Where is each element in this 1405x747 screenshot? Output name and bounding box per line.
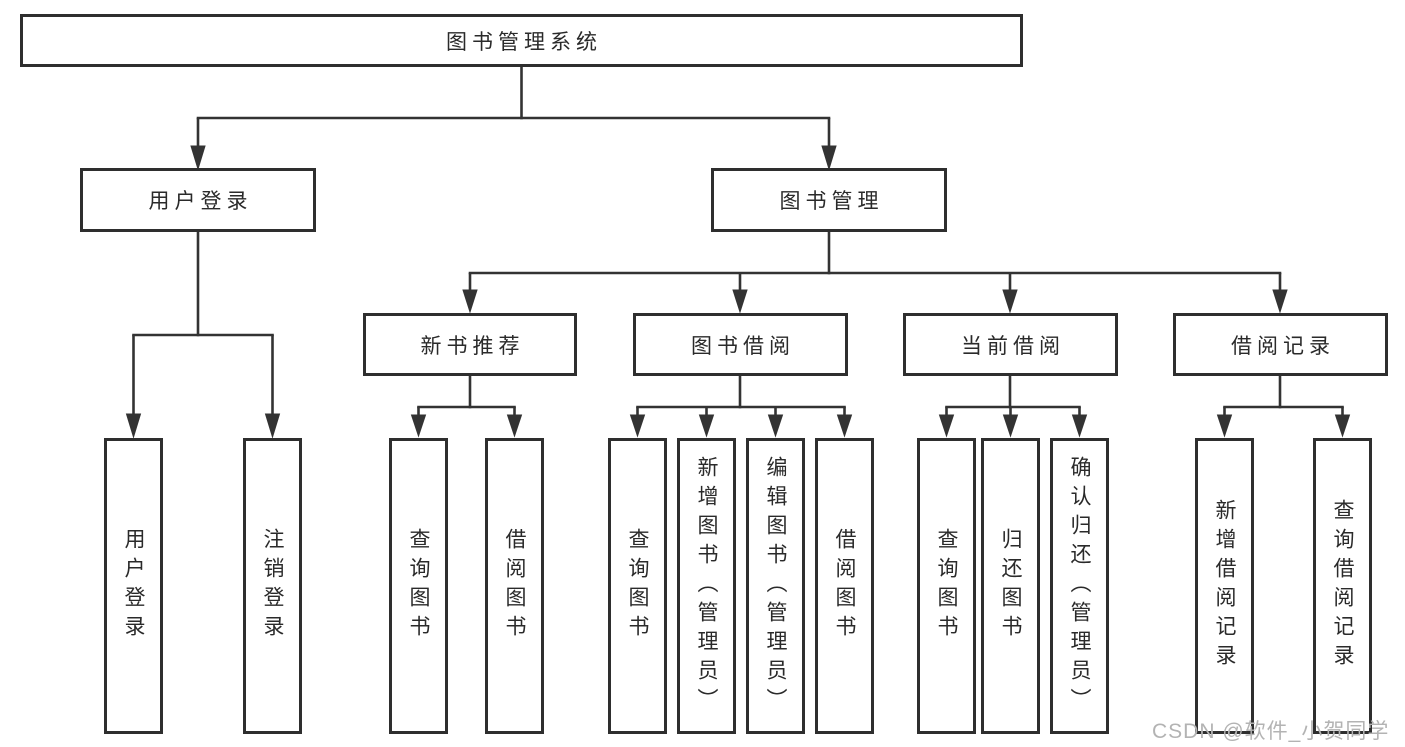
node-current-borrow-label: 当前借阅 <box>961 334 1065 358</box>
leaf-add-book-admin: 新增图书（管理员） <box>677 438 736 734</box>
arrowhead-icon <box>506 414 523 438</box>
arrowhead-icon <box>767 414 784 438</box>
arrowhead-icon <box>1272 289 1288 314</box>
leaf-return-book: 归还图书 <box>981 438 1040 734</box>
leaf-borrow-query-label: 查询图书 <box>626 528 649 644</box>
arrowhead-icon <box>938 414 955 438</box>
leaf-current-query-label: 查询图书 <box>935 528 958 644</box>
leaf-new-books-query: 查询图书 <box>389 438 448 734</box>
arrowhead-icon <box>629 414 646 438</box>
arrowhead-icon <box>264 413 281 439</box>
arrowhead-icon <box>821 145 837 171</box>
watermark: CSDN @软件_小贺同学 <box>1152 720 1390 743</box>
leaf-query-borrow-record-label: 查询借阅记录 <box>1331 499 1354 673</box>
arrowhead-icon <box>1002 289 1018 314</box>
arrowhead-icon <box>1071 414 1088 438</box>
connector-new-books-to-leaves <box>410 376 523 438</box>
connector-root-to-level2 <box>190 67 837 171</box>
node-root-label: 图书管理系统 <box>446 30 602 54</box>
node-user-login-label: 用户登录 <box>148 190 253 213</box>
leaf-add-borrow-record-label: 新增借阅记录 <box>1213 499 1236 673</box>
arrowhead-icon <box>410 414 427 438</box>
arrowhead-icon <box>1334 414 1351 438</box>
leaf-new-books-borrow-label: 借阅图书 <box>503 528 526 644</box>
leaf-new-books-query-label: 查询图书 <box>407 528 430 644</box>
leaf-new-books-borrow: 借阅图书 <box>485 438 544 734</box>
connector-current-borrow-to-leaves <box>938 376 1088 438</box>
leaf-return-book-label: 归还图书 <box>999 528 1022 644</box>
arrowhead-icon <box>1216 414 1233 438</box>
leaf-borrow-book: 借阅图书 <box>815 438 874 734</box>
node-book-mgmt-label: 图书管理 <box>779 190 884 213</box>
leaf-edit-book-admin: 编辑图书（管理员） <box>746 438 805 734</box>
leaf-borrow-query: 查询图书 <box>608 438 667 734</box>
arrowhead-icon <box>698 414 715 438</box>
leaf-borrow-book-label: 借阅图书 <box>833 528 856 644</box>
leaf-add-borrow-record: 新增借阅记录 <box>1195 438 1254 734</box>
connector-book-borrow-to-leaves <box>629 376 853 438</box>
arrowhead-icon <box>125 413 142 439</box>
leaf-confirm-return-admin-label: 确认归还（管理员） <box>1068 455 1091 717</box>
leaf-add-book-admin-label: 新增图书（管理员） <box>695 455 718 717</box>
leaf-logout: 注销登录 <box>243 438 302 734</box>
node-borrow-records: 借阅记录 <box>1173 313 1388 376</box>
arrowhead-icon <box>190 145 206 171</box>
node-user-login: 用户登录 <box>80 168 316 232</box>
node-book-mgmt: 图书管理 <box>711 168 947 232</box>
node-current-borrow: 当前借阅 <box>903 313 1118 376</box>
node-book-borrow-label: 图书借阅 <box>691 334 795 358</box>
leaf-user-login-label: 用户登录 <box>122 528 145 644</box>
connector-book-mgmt-to-level3 <box>462 232 1288 314</box>
arrowhead-icon <box>836 414 853 438</box>
leaf-current-query: 查询图书 <box>917 438 976 734</box>
arrowhead-icon <box>732 289 748 314</box>
connector-borrow-records-to-leaves <box>1216 376 1351 438</box>
arrowhead-icon <box>1002 414 1019 438</box>
leaf-edit-book-admin-label: 编辑图书（管理员） <box>764 455 787 717</box>
leaf-user-login: 用户登录 <box>104 438 163 734</box>
node-new-books-label: 新书推荐 <box>420 334 525 358</box>
connector-user-login-to-leaves <box>125 232 281 439</box>
node-book-borrow: 图书借阅 <box>633 313 848 376</box>
leaf-logout-label: 注销登录 <box>261 528 284 644</box>
node-new-books: 新书推荐 <box>363 313 577 376</box>
node-borrow-records-label: 借阅记录 <box>1231 334 1335 358</box>
arrowhead-icon <box>462 289 478 314</box>
node-root: 图书管理系统 <box>20 14 1023 67</box>
leaf-query-borrow-record: 查询借阅记录 <box>1313 438 1372 734</box>
leaf-confirm-return-admin: 确认归还（管理员） <box>1050 438 1109 734</box>
